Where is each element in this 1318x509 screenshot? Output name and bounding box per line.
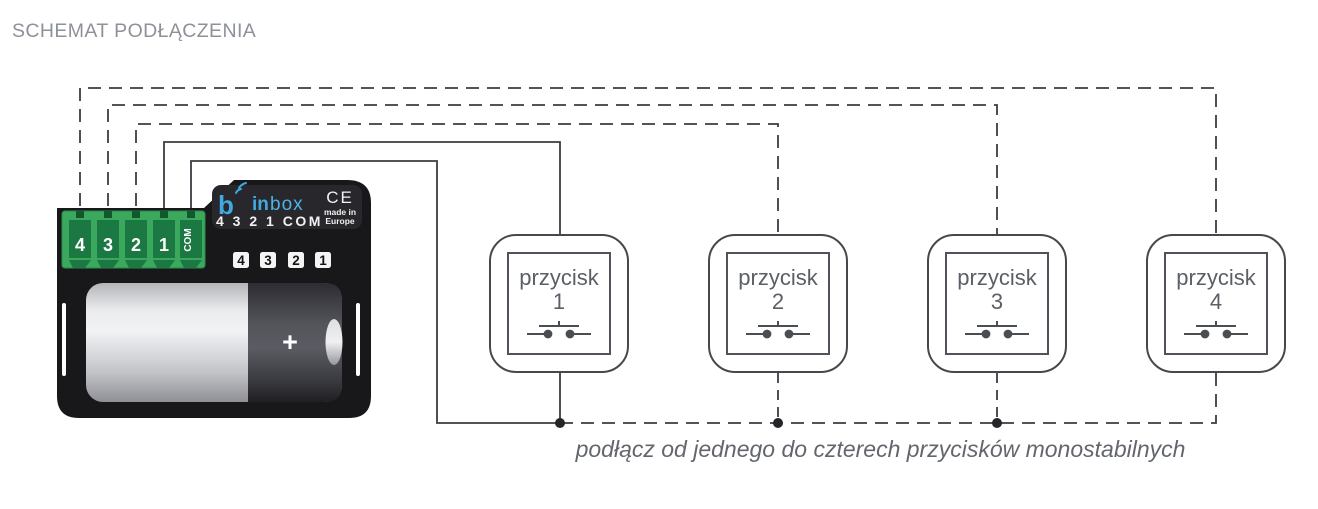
momentary-switch-icon <box>527 320 591 339</box>
wire-input-2 <box>135 123 779 234</box>
momentary-switch-icon <box>965 320 1029 339</box>
button-label: przycisk <box>738 265 818 291</box>
momentary-switch-icon <box>746 320 810 339</box>
button-label: przycisk <box>1176 265 1256 291</box>
wire-com-bus <box>560 373 1217 424</box>
ports-label: 4 3 2 1 COM <box>216 213 323 229</box>
wire-junctions <box>555 418 1002 428</box>
button-number: 1 <box>552 288 566 314</box>
origin-line2: Europe <box>325 216 355 226</box>
ce-mark: CE <box>326 188 354 207</box>
chip-label-4: 4 <box>237 253 245 268</box>
brand-name-box: box <box>270 194 304 215</box>
origin-line1: made in <box>324 207 356 217</box>
terminal-label-3: 3 <box>103 235 113 255</box>
button-przycisk-1: przycisk 1 <box>489 234 629 373</box>
brand-plate <box>212 185 362 229</box>
input-chips: 4 3 2 1 <box>233 252 331 268</box>
wire-input-3 <box>107 104 998 234</box>
button-przycisk-3: przycisk 3 <box>927 234 1067 373</box>
brand-icon-b: b <box>218 190 234 220</box>
terminal-label-2: 2 <box>131 235 141 255</box>
terminal-block: 4 3 2 1 COM <box>61 210 206 269</box>
junction-dot <box>992 418 1002 428</box>
button-przycisk-1-face: przycisk 1 <box>507 252 611 355</box>
clip-slit-left <box>62 303 66 376</box>
button-przycisk-4-face: przycisk 4 <box>1164 252 1268 355</box>
button-przycisk-2-face: przycisk 2 <box>726 252 830 355</box>
button-przycisk-2: przycisk 2 <box>708 234 848 373</box>
chip-label-3: 3 <box>264 253 272 268</box>
junction-dot <box>555 418 565 428</box>
wire-input-4 <box>79 87 1217 234</box>
diagram-caption: podłącz od jednego do czterech przyciskó… <box>575 436 1186 462</box>
button-number: 3 <box>990 288 1004 314</box>
junction-dot <box>773 418 783 428</box>
terminal-label-com: COM <box>183 228 194 251</box>
brand-name-in: in <box>252 194 269 215</box>
button-number: 2 <box>771 288 785 314</box>
wire-com <box>190 160 560 424</box>
chip-label-2: 2 <box>292 253 300 268</box>
button-przycisk-4: przycisk 4 <box>1146 234 1286 373</box>
chip-label-1: 1 <box>319 253 327 268</box>
battery: + <box>86 283 343 402</box>
battery-plus-sign: + <box>282 327 298 357</box>
button-label: przycisk <box>957 265 1037 291</box>
brand-signal-icon <box>235 182 247 194</box>
wire-input-1 <box>163 141 561 234</box>
terminal-label-4: 4 <box>75 235 85 255</box>
page-title: SCHEMAT PODŁĄCZENIA <box>12 20 257 42</box>
inbox-device: b in box 4 3 2 1 COM CE made in Europe <box>57 180 371 418</box>
battery-terminal-nub <box>325 319 343 365</box>
clip-slit-right <box>356 303 360 376</box>
button-przycisk-3-face: przycisk 3 <box>945 252 1049 355</box>
terminal-label-1: 1 <box>159 235 169 255</box>
button-number: 4 <box>1209 288 1223 314</box>
button-label: przycisk <box>519 265 599 291</box>
momentary-switch-icon <box>1184 320 1248 339</box>
